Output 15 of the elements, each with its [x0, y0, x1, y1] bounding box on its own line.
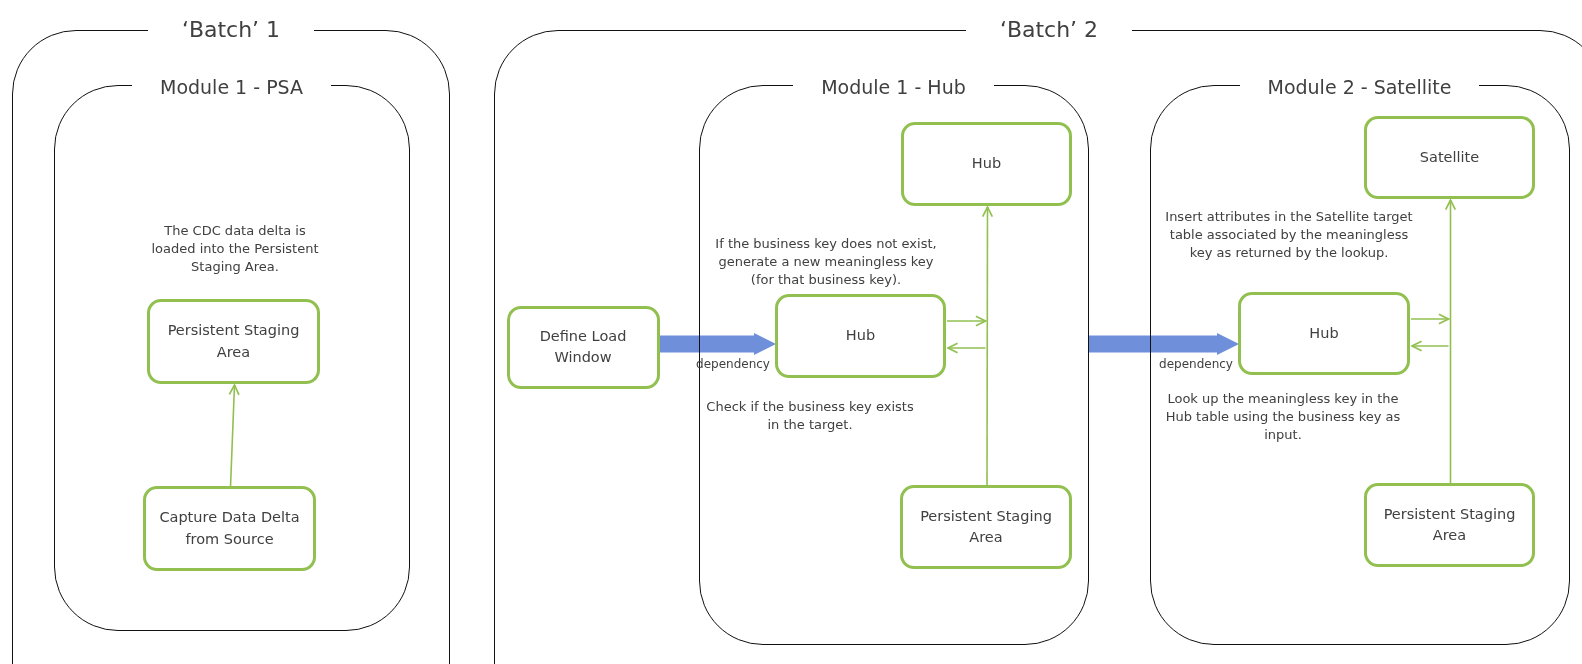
process-box: Hub	[1238, 292, 1410, 375]
note-text: Insert attributes in the Satellite target table associated by the meaningless key as returned by the lookup.	[1164, 208, 1414, 263]
process-box: Persistent Staging Area	[900, 485, 1072, 569]
note-text: The CDC data delta is loaded into the Persistent Staging Area.	[150, 222, 320, 277]
note-text: If the business key does not exist, generate a new meaningless key (for that business key).	[714, 235, 938, 290]
process-box: Hub	[901, 122, 1072, 206]
note-text: Look up the meaningless key in the Hub table using the business key as input.	[1164, 390, 1402, 445]
note-text: Check if the business key exists in the target.	[705, 398, 915, 435]
process-box: Capture Data Delta from Source	[143, 486, 316, 571]
edge-label: dependency	[1159, 357, 1233, 371]
process-box: Persistent Staging Area	[1364, 483, 1535, 567]
process-box: Satellite	[1364, 116, 1535, 199]
process-box: Define Load Window	[506, 305, 660, 389]
process-box: Hub	[775, 294, 946, 378]
process-box: Persistent Staging Area	[147, 299, 320, 384]
